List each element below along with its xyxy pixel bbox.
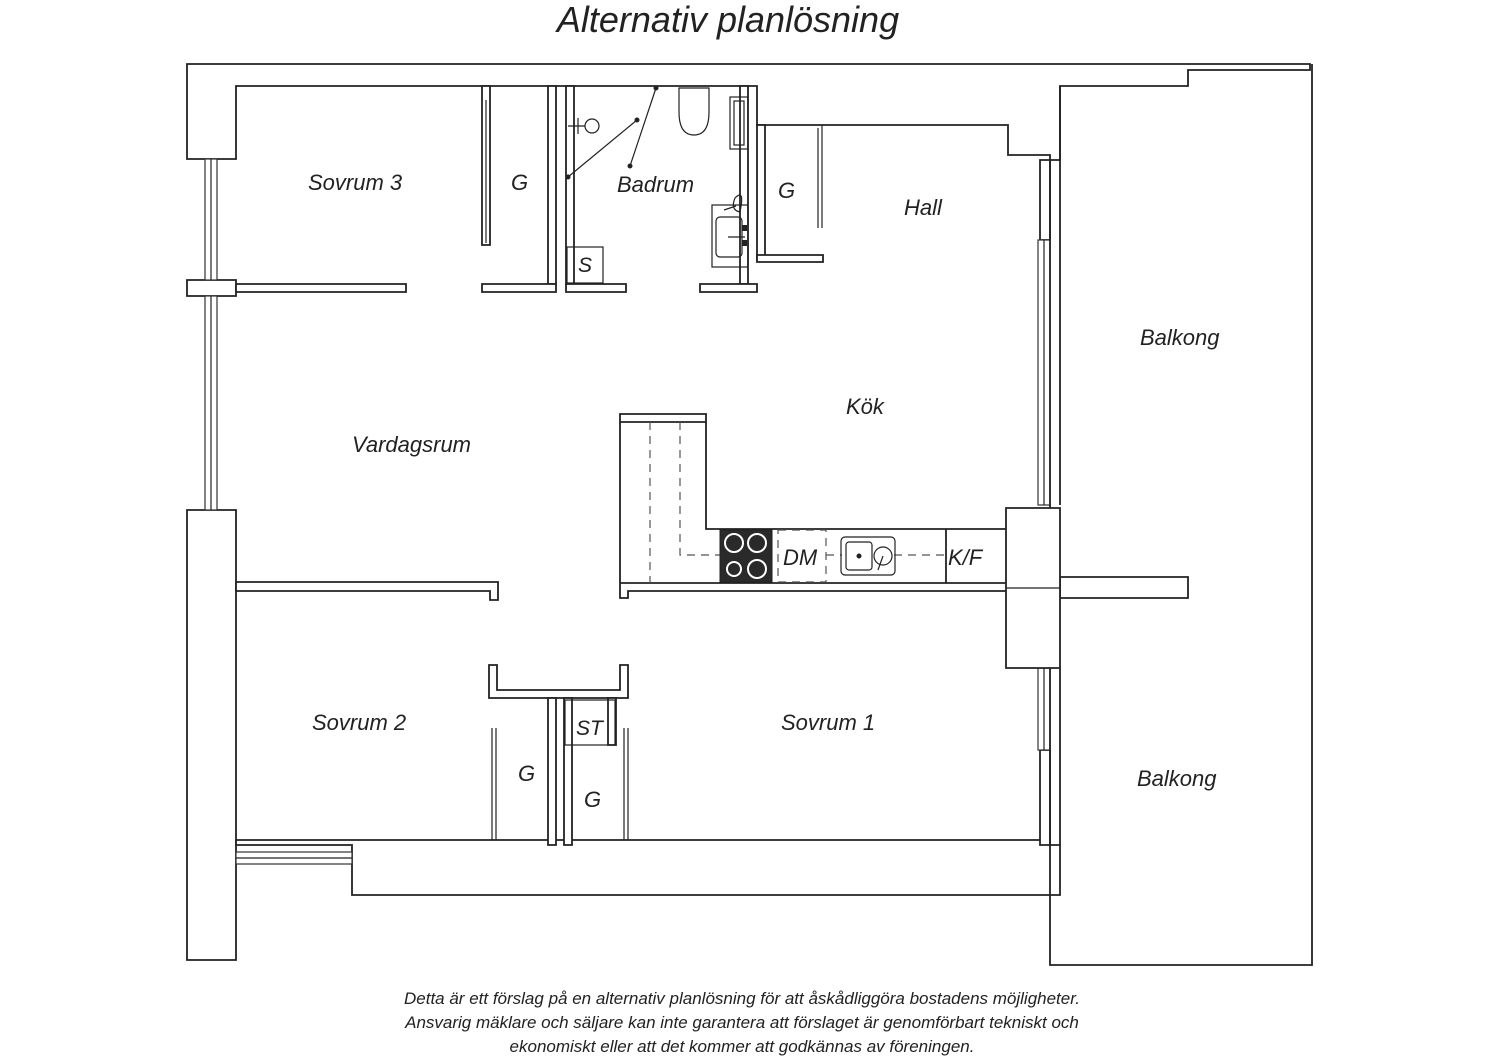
balcony xyxy=(1005,64,1313,966)
windows xyxy=(204,158,1051,865)
label-g-sovrum3: G xyxy=(511,170,528,195)
kitchen-sink-icon xyxy=(840,536,896,576)
sink-icon xyxy=(711,204,749,268)
s-cabinet xyxy=(566,246,604,284)
label-kf: K/F xyxy=(948,545,984,570)
label-kok: Kök xyxy=(846,394,885,419)
disclaimer-line-2: Ansvarig mäklare och säljare kan inte ga… xyxy=(405,1013,1079,1032)
interior-walls-lower xyxy=(235,581,629,846)
stove-icon xyxy=(719,529,773,583)
floor-plan: Sovrum 3 G Badrum S G Hall Balkong Kök V… xyxy=(186,63,1313,966)
label-dm: DM xyxy=(783,545,818,570)
label-g-hall: G xyxy=(778,178,795,203)
label-vardagsrum: Vardagsrum xyxy=(352,432,471,457)
room-labels: Sovrum 3 G Badrum S G Hall Balkong Kök V… xyxy=(308,170,1220,812)
label-sovrum3: Sovrum 3 xyxy=(308,170,403,195)
bathroom-fixtures xyxy=(565,85,749,284)
toilet-icon xyxy=(678,87,710,136)
disclaimer-line-3: ekonomiskt eller att det kommer att godk… xyxy=(509,1037,975,1056)
outer-walls xyxy=(186,63,1311,961)
dishwasher xyxy=(777,529,827,583)
label-sovrum1: Sovrum 1 xyxy=(781,710,875,735)
label-balkong-upper: Balkong xyxy=(1140,325,1220,350)
shower-screen xyxy=(567,119,638,178)
shower-head-icon xyxy=(584,118,600,134)
label-badrum: Badrum xyxy=(617,172,694,197)
label-sovrum2: Sovrum 2 xyxy=(312,710,406,735)
disclaimer: Detta är ett förslag på en alternativ pl… xyxy=(0,987,1484,1059)
label-balkong-lower: Balkong xyxy=(1137,766,1217,791)
kitchen xyxy=(619,413,1006,599)
label-s: S xyxy=(578,254,592,277)
st-cabinet xyxy=(564,699,616,746)
label-st: ST xyxy=(576,717,605,740)
label-hall: Hall xyxy=(904,195,943,220)
disclaimer-line-1: Detta är ett förslag på en alternativ pl… xyxy=(404,989,1080,1008)
label-g-st: G xyxy=(584,787,601,812)
plan-title: Alternativ planlösning xyxy=(556,0,900,40)
label-g-sovrum2: G xyxy=(518,761,535,786)
